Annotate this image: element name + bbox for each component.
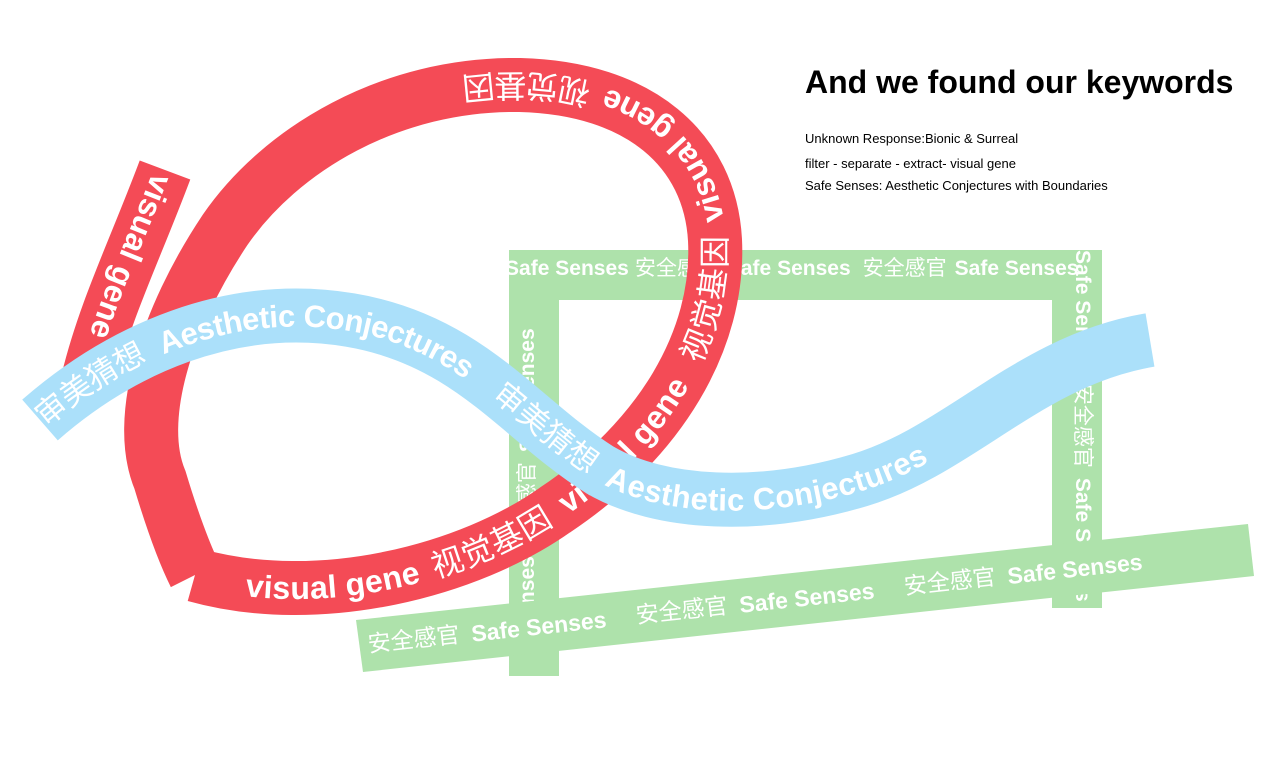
keyword-line: Unknown Response:Bionic & Surreal [805, 131, 1019, 146]
keyword-line: filter - separate - extract- visual gene [805, 156, 1016, 171]
safe-senses-frame-top [509, 250, 1102, 300]
page-title: And we found our keywords [805, 64, 1234, 100]
safe-senses-bottom-band [356, 524, 1254, 672]
keyword-line: Safe Senses: Aesthetic Conjectures with … [805, 178, 1108, 193]
aesthetic-conjectures-ribbon: 审美猜想Aesthetic Conjectures审美猜想Aesthetic C… [28, 298, 1150, 517]
